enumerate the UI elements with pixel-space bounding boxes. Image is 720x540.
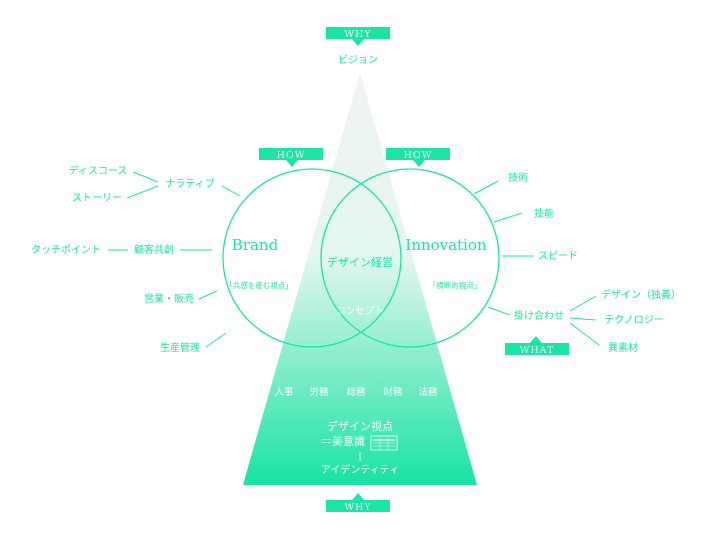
divider-mark: | [358,452,361,462]
brand-title: Brand [232,236,279,254]
item-narrative: ナラティブ [165,177,214,190]
dept-legal: 法務 [418,386,438,398]
item-combination: 掛け合わせ [514,309,564,322]
item-skill: 技能 [534,207,554,220]
svg-text:WHY: WHY [344,29,371,40]
brand-subtitle: 「共感を産む視点」 [225,280,293,290]
vision-label: ビジョン [338,54,378,66]
what-tag: WHAT [505,336,569,356]
departments-row: 人事 労務 総務 財務 法務 [274,386,438,398]
vision-triangle [243,72,477,485]
item-production: 生産管理 [160,341,200,354]
how-right-tag: HOW [386,148,450,167]
why-top-tag: WHY [326,27,390,46]
item-sales: 営業・販売 [144,292,194,305]
item-speed: スピード [538,250,578,262]
svg-text:HOW: HOW [277,150,306,161]
design-view-label: デザイン視点 [327,419,393,433]
dept-finance: 財務 [383,386,403,398]
brand-connectors [108,171,241,348]
item-design-unique: デザイン（独義） [601,288,681,301]
brand-circle [222,168,402,348]
how-left-tag: HOW [259,148,323,167]
innovation-connectors [473,180,600,346]
innovation-items: 技術 技能 スピード 掛け合わせ デザイン（独義） テクノロジー 異素材 [508,171,681,354]
innovation-title: Innovation [405,236,487,254]
brand-items: ディスコース ナラティブ ストーリー タッチポイント 顧客共創 営業・販売 生産… [31,164,215,354]
design-management-label: デザイン経営 [327,255,393,269]
svg-text:WHAT: WHAT [520,345,555,356]
innovation-circle [320,168,500,348]
item-discourse: ディスコース [69,164,128,177]
item-cocreation: 顧客共創 [134,243,174,256]
item-technology2: テクノロジー [604,314,663,326]
why-bottom-tag: WHY [326,493,390,513]
identity-label: アイデンティティ [321,463,399,476]
aesthetics-seal-icon [370,435,398,451]
item-technology: 技術 [508,171,528,184]
svg-text:HOW: HOW [404,150,433,161]
innovation-subtitle: 「横断的視点」 [429,280,482,290]
svg-text:WHY: WHY [344,502,371,513]
concept-label: コンセプト [336,306,384,317]
dept-hr: 人事 [274,386,294,398]
item-touchpoint: タッチポイント [31,244,101,256]
dept-labor: 労務 [309,386,329,398]
item-materials: 異素材 [608,341,638,354]
aesthetics-label: ＝美意識 [321,434,365,448]
dept-general-affairs: 総務 [346,386,366,398]
item-story: ストーリー [72,193,122,204]
